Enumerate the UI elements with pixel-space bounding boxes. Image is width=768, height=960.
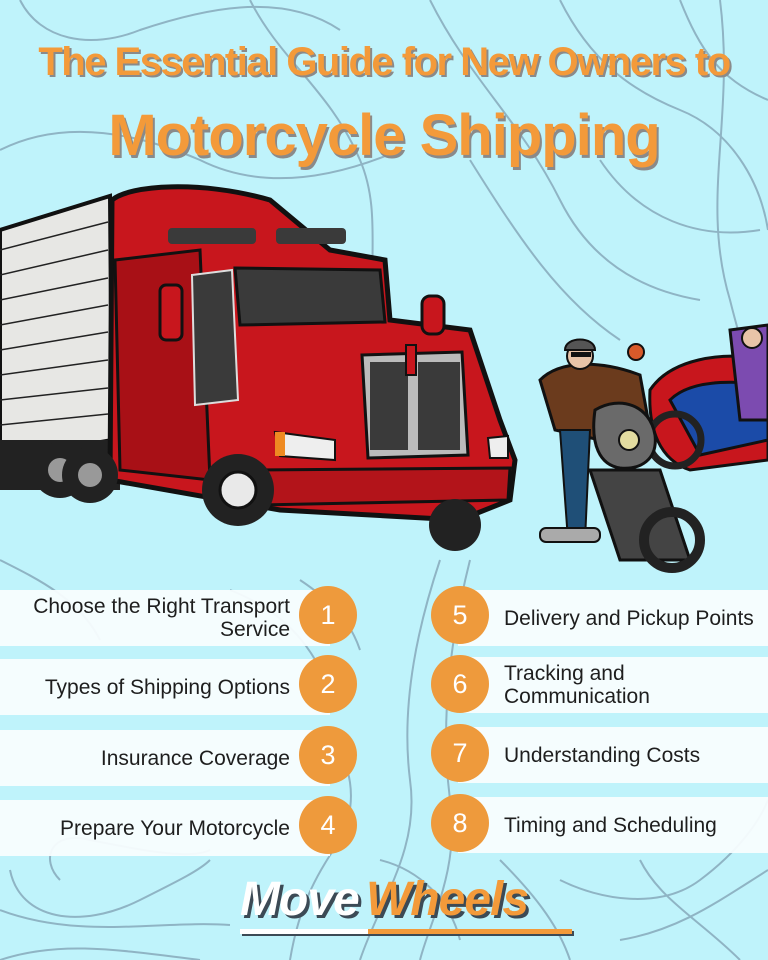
step-label-6: Tracking and Communication bbox=[504, 662, 650, 708]
movewheels-logo: Move Wheels bbox=[240, 872, 572, 934]
step-label-5: Delivery and Pickup Points bbox=[504, 606, 754, 630]
step-label-7: Understanding Costs bbox=[504, 743, 701, 767]
step-number-4: 4 bbox=[299, 796, 357, 854]
step-number-8: 8 bbox=[431, 794, 489, 852]
step-card-4: Prepare Your Motorcycle bbox=[0, 800, 330, 856]
step-number-1: 1 bbox=[299, 586, 357, 644]
semi-truck-icon bbox=[0, 184, 518, 551]
step-card-2: Types of Shipping Options bbox=[0, 659, 330, 715]
step-label-1: Choose the Right Transport Service bbox=[33, 595, 290, 641]
step-number-3: 3 bbox=[299, 726, 357, 784]
step-card-3: Insurance Coverage bbox=[0, 730, 330, 786]
motorcycle-riders-icon bbox=[538, 323, 768, 573]
step-card-1: Choose the Right Transport Service bbox=[0, 590, 330, 646]
step-card-8: Timing and Scheduling bbox=[458, 797, 768, 853]
step-number-5: 5 bbox=[431, 586, 489, 644]
step-number-6: 6 bbox=[431, 655, 489, 713]
step-card-7: Understanding Costs bbox=[458, 727, 768, 783]
step-label-8: Timing and Scheduling bbox=[504, 813, 717, 837]
step-number-2: 2 bbox=[299, 655, 357, 713]
step-number-7: 7 bbox=[431, 724, 489, 782]
step-card-5: Delivery and Pickup Points bbox=[458, 590, 768, 646]
logo-word-move: Move bbox=[240, 873, 360, 926]
truck-and-motorcycles-illustration bbox=[0, 184, 768, 573]
title-line-2: Motorcycle Shipping bbox=[108, 103, 660, 168]
logo-word-wheels: Wheels bbox=[366, 873, 529, 926]
step-label-3: Insurance Coverage bbox=[100, 746, 290, 770]
logo-underline-orange bbox=[368, 929, 572, 934]
step-label-4: Prepare Your Motorcycle bbox=[60, 816, 290, 840]
step-label-2: Types of Shipping Options bbox=[44, 675, 290, 699]
logo-underline-white bbox=[240, 929, 368, 934]
step-card-6: Tracking and Communication bbox=[458, 657, 768, 713]
title-line-1: The Essential Guide for New Owners to bbox=[38, 40, 731, 84]
